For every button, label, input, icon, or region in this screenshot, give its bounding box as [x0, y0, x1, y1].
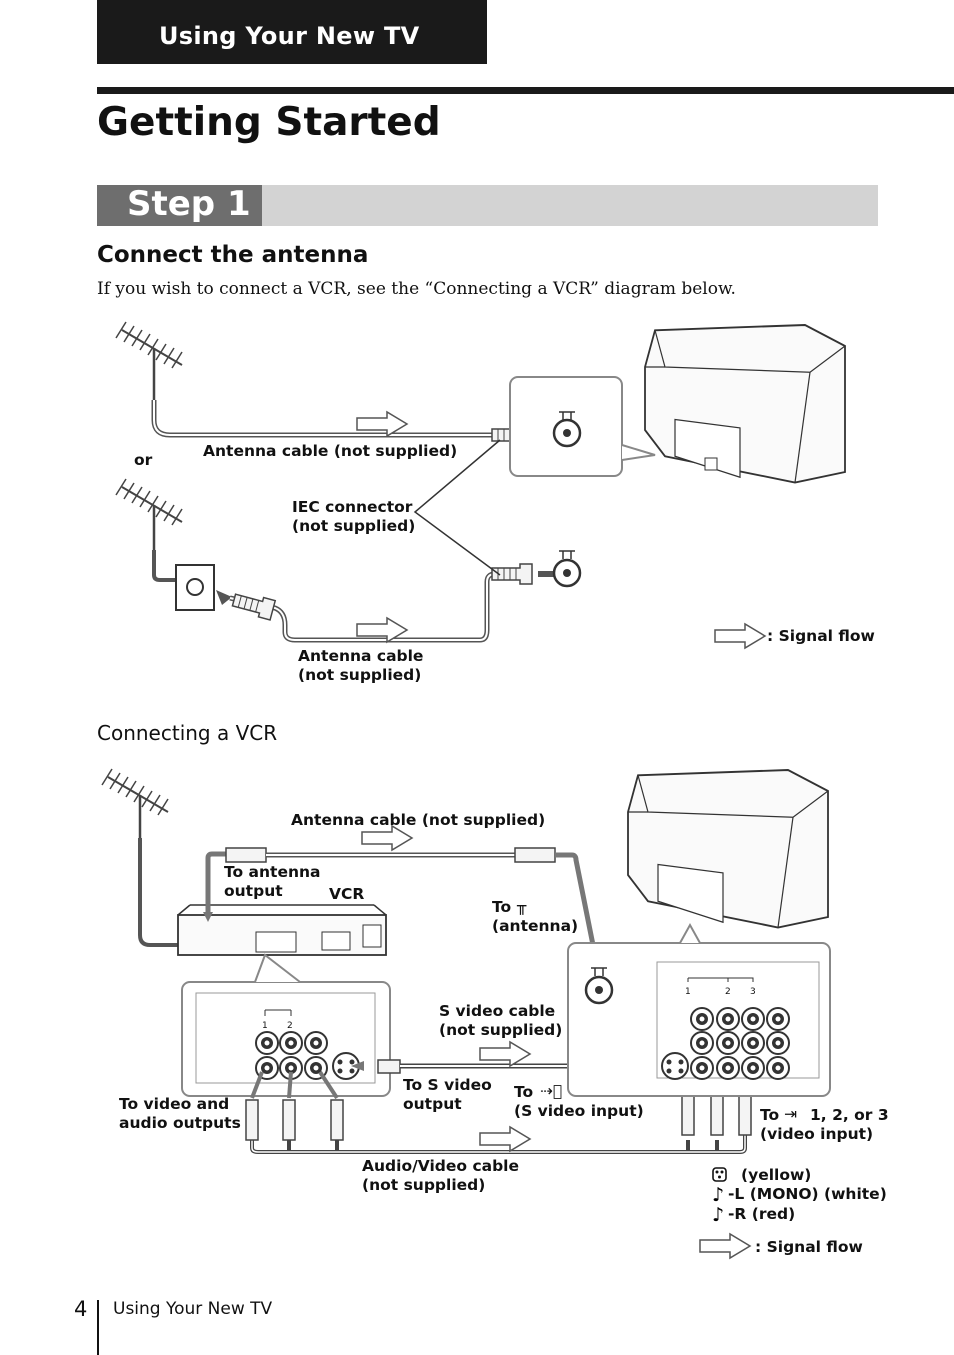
rca-plug-icon	[330, 1099, 344, 1141]
s-video-input-symbol-icon: ⇢⃞	[540, 1082, 563, 1100]
signal-flow-arrow-icon	[479, 1126, 531, 1152]
to-antenna-note: (antenna)	[492, 917, 579, 935]
antenna-intro: If you wish to connect a VCR, see the “C…	[97, 279, 736, 299]
iec-connector-label: IEC connector	[292, 498, 413, 516]
to-s-video-output-note: output	[403, 1095, 462, 1113]
antenna-symbol-icon: ╥	[517, 897, 527, 915]
to-antenna-label: To	[492, 898, 512, 916]
to-s-video-input-note: (S video input)	[514, 1102, 644, 1120]
step-label: Step 1	[127, 184, 251, 224]
page-title: Getting Started	[97, 100, 441, 145]
av-cable-label: Audio/Video cable	[362, 1157, 520, 1175]
signal-flow-arrow-icon	[479, 1041, 531, 1067]
step-bar: Step 1	[97, 184, 878, 226]
tv-set-icon	[627, 769, 829, 929]
yagi-antenna-icon	[100, 767, 170, 849]
section-tab-label: Using Your New TV	[159, 22, 420, 50]
signal-flow-arrow-icon	[714, 623, 766, 649]
video-input-symbol-icon: ⇥	[784, 1105, 797, 1123]
tv-set-icon	[644, 324, 846, 484]
yagi-antenna-icon	[114, 477, 184, 559]
to-s-video-input-label: To	[514, 1083, 534, 1101]
vcr-heading: Connecting a VCR	[97, 721, 278, 745]
rca-plug-icon	[681, 1094, 695, 1136]
rca-plug-icon	[738, 1094, 752, 1136]
to-video-input-numbers: 1, 2, or 3	[810, 1106, 889, 1124]
antenna-cable-label: Antenna cable	[298, 647, 424, 665]
jack-number-label: 1	[262, 1021, 268, 1031]
rca-plug-icon	[282, 1099, 296, 1141]
iec-connector-note: (not supplied)	[292, 517, 416, 535]
video-symbol-icon	[712, 1167, 727, 1182]
vcr-label: VCR	[329, 885, 365, 903]
signal-flow-arrow-icon	[699, 1233, 751, 1259]
jack-number-label: 3	[750, 987, 756, 997]
audio-symbol-icon: ♪	[712, 1204, 724, 1226]
coax-plug-icon	[230, 589, 276, 621]
coax-plug-icon	[514, 847, 556, 863]
yagi-antenna-icon	[114, 320, 184, 402]
to-video-input-label: To	[760, 1106, 780, 1124]
s-video-cable-label: S video cable	[439, 1002, 556, 1020]
jack-number-label: 1	[685, 987, 691, 997]
audio-symbol-icon: ♪	[712, 1184, 724, 1206]
s-video-jack-icon	[661, 1052, 689, 1080]
to-video-audio-outputs-note: audio outputs	[119, 1114, 241, 1132]
s-video-cable-note: (not supplied)	[439, 1021, 563, 1039]
signal-flow-arrow-icon	[356, 411, 408, 437]
running-title: Using Your New TV	[113, 1299, 273, 1319]
to-video-audio-outputs-label: To video and	[119, 1095, 230, 1113]
rca-plug-icon	[710, 1094, 724, 1136]
step-label-box: Step 1	[97, 184, 262, 226]
white-plug-label: -L (MONO) (white)	[728, 1185, 887, 1203]
antenna-heading: Connect the antenna	[97, 242, 369, 268]
footer-rule	[97, 1300, 99, 1355]
to-video-input-note: (video input)	[760, 1125, 874, 1143]
s-video-plug-icon	[377, 1059, 401, 1074]
antenna-cable-label: Antenna cable (not supplied)	[291, 811, 546, 829]
signal-flow-legend: : Signal flow	[755, 1238, 863, 1256]
section-tab: Using Your New TV	[97, 0, 487, 64]
jack-number-label: 2	[287, 1021, 293, 1031]
signal-flow-legend: : Signal flow	[767, 627, 875, 645]
page-number: 4	[74, 1297, 88, 1321]
to-antenna-output-label: To antenna	[224, 863, 321, 881]
rca-plug-icon	[245, 1099, 259, 1141]
av-cable-note: (not supplied)	[362, 1176, 486, 1194]
red-plug-label: -R (red)	[728, 1205, 796, 1223]
to-antenna-output-note: output	[224, 882, 283, 900]
or-label: or	[134, 451, 153, 469]
jack-number-label: 2	[725, 987, 731, 997]
title-rule	[97, 87, 954, 94]
coax-plug-icon	[225, 847, 267, 863]
to-s-video-output-label: To S video	[403, 1076, 492, 1094]
antenna-cable-note: (not supplied)	[298, 666, 422, 684]
yellow-plug-label: (yellow)	[741, 1166, 812, 1184]
antenna-cable-label: Antenna cable (not supplied)	[203, 442, 458, 460]
